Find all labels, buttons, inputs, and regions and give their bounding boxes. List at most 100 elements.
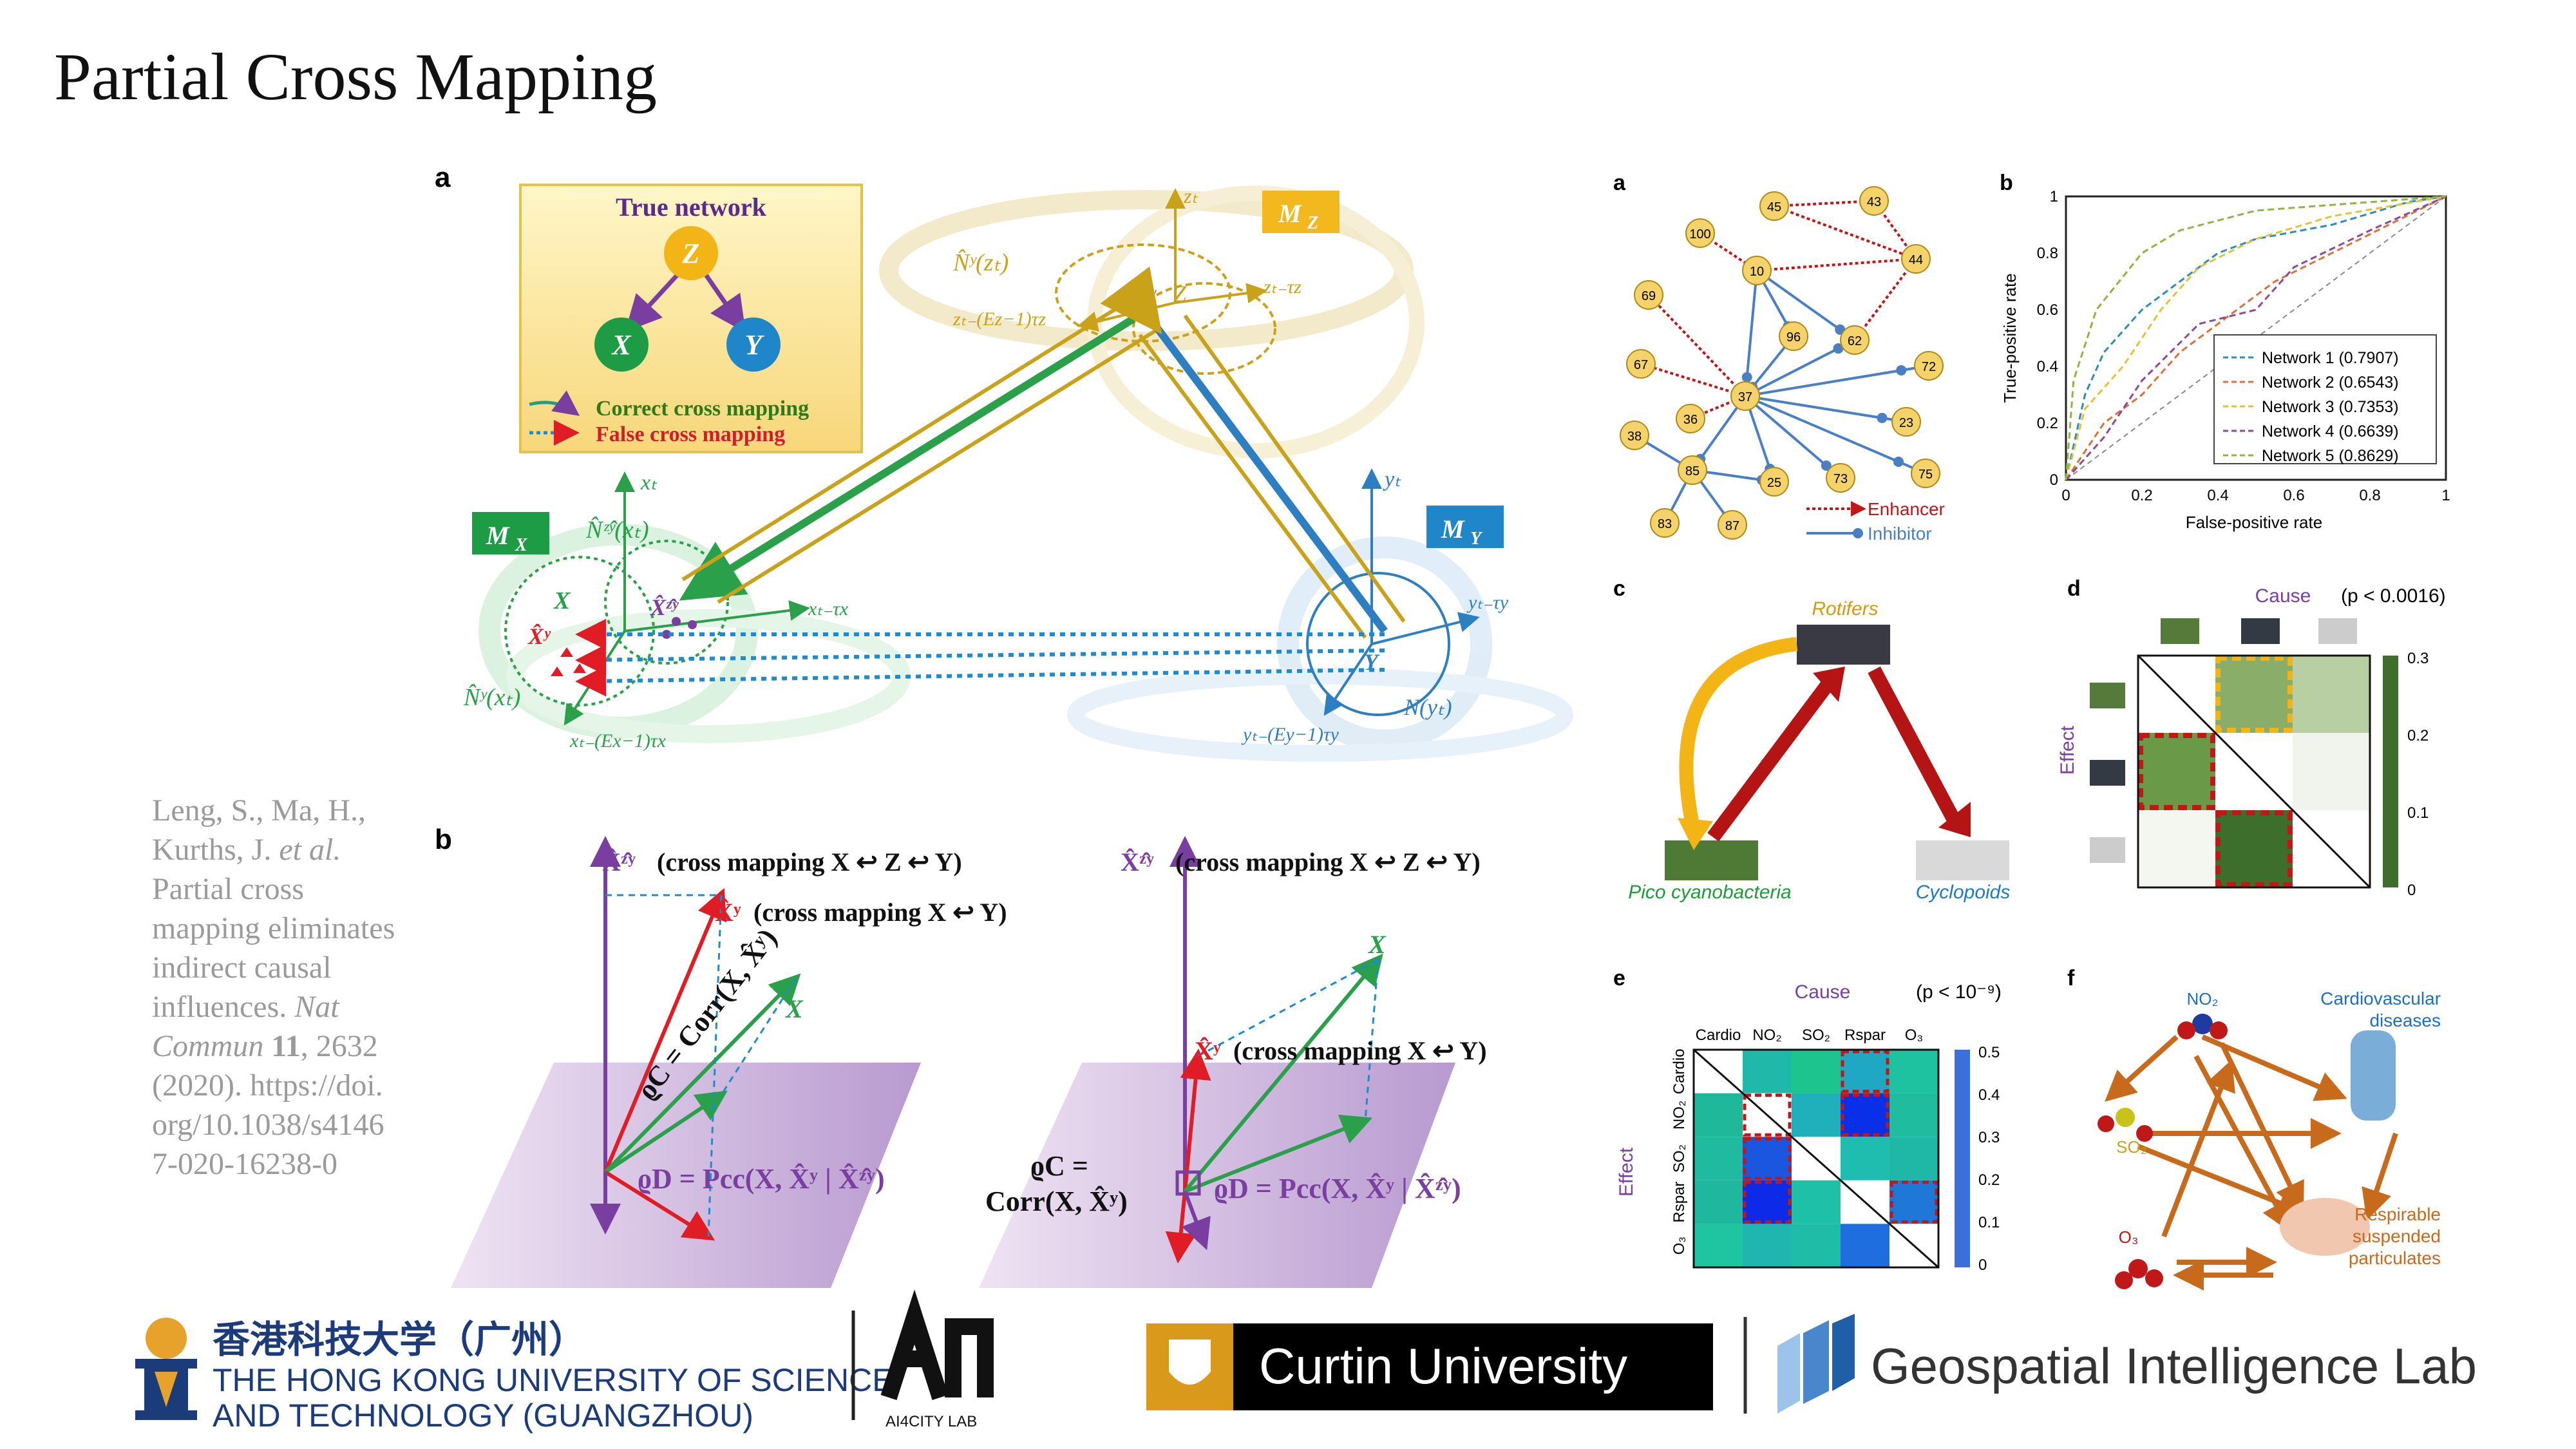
heatmap-d-cell bbox=[2215, 656, 2293, 733]
node-x bbox=[594, 317, 649, 372]
manifold-mx-label: M bbox=[486, 521, 510, 550]
heatmap-e-scale-tick: 0.2 bbox=[1978, 1171, 2000, 1189]
heatmap-e-scale-tick: 0.1 bbox=[1978, 1214, 2000, 1231]
network-node bbox=[1676, 404, 1705, 433]
ai4city-logo bbox=[880, 1289, 994, 1400]
heatmap-e-cell bbox=[1792, 1224, 1841, 1267]
heatmap-d-scale-tick: 0.1 bbox=[2407, 804, 2429, 822]
left-pcc: ϱD = Pcc(X, X̂ʸ | X̂ᶻ̂ʸ) bbox=[638, 1163, 885, 1195]
manifold-mx-sub: X bbox=[515, 535, 528, 555]
roc-curve bbox=[2065, 195, 2447, 480]
network-node bbox=[1891, 407, 1921, 437]
node-y-label: Y bbox=[745, 329, 765, 361]
enhancer-edge bbox=[1636, 359, 1746, 397]
label-zt: zₜ bbox=[1183, 184, 1198, 207]
heatmap-d-scale-tick: 0.2 bbox=[2407, 727, 2429, 744]
citation-pages: , 2632 (2020). bbox=[152, 1029, 378, 1103]
label-nx1: N̂ᶻ̂ʸ(xₜ) bbox=[585, 516, 649, 544]
heatmap-e-cell bbox=[1743, 1224, 1792, 1267]
roc-legend: Network 1 (0.7907)Network 2 (0.6543)Netw… bbox=[2223, 349, 2399, 465]
label-yt-tau: yₜ₋τy bbox=[1466, 592, 1509, 613]
label-zt-e: zₜ₋(Ez−1)τz bbox=[952, 308, 1046, 330]
heatmap-e-highlight bbox=[1841, 1094, 1889, 1137]
heatmap-e-highlight bbox=[1889, 1180, 1938, 1224]
heatmap-e-scale-tick: 0 bbox=[1978, 1256, 1987, 1274]
manifold-mz-sub: Z bbox=[1307, 213, 1318, 233]
heatmap-e-col-label: NO₂ bbox=[1752, 1027, 1781, 1044]
right-panel-e-label: e bbox=[1613, 966, 1625, 990]
curtin-label: Curtin University bbox=[1259, 1338, 1627, 1394]
network-node bbox=[1730, 381, 1760, 411]
roc-x-tick: 0.2 bbox=[2131, 487, 2152, 504]
heatmap-d-cell bbox=[2293, 733, 2370, 810]
plane-right bbox=[979, 1063, 1455, 1288]
network-node-label: 85 bbox=[1685, 464, 1700, 478]
network-node-label: 25 bbox=[1767, 476, 1781, 490]
heatmap-d-cause: Cause bbox=[2255, 585, 2311, 607]
label-ny: N(yₜ) bbox=[1403, 694, 1452, 720]
pollution-network bbox=[2098, 1014, 2398, 1291]
heatmap-e-cell bbox=[1743, 1180, 1792, 1224]
right-corr-bottom: Corr(X, X̂ʸ) bbox=[985, 1186, 1128, 1217]
manifold-mz-badge bbox=[1262, 191, 1340, 233]
heatmap-e-p: (p < 10⁻⁹) bbox=[1916, 981, 2002, 1003]
roc-legend-label: Network 2 (0.6543) bbox=[2262, 374, 2399, 392]
enhancer-edge bbox=[1769, 198, 1875, 214]
network-node bbox=[1779, 321, 1808, 351]
right-label2-vec: X̂ʸ bbox=[1195, 1036, 1221, 1065]
plane-left bbox=[451, 1063, 921, 1288]
inhibitor-end bbox=[1877, 413, 1888, 423]
foodweb-pico-cyanobacteria: Pico cyanobacteria bbox=[1628, 882, 1791, 903]
heatmap-e-scale-tick: 0.5 bbox=[1978, 1044, 2000, 1061]
geo-lab-logo bbox=[1777, 1314, 1855, 1414]
heatmap-e-cells bbox=[1694, 1050, 1938, 1267]
heatmap-d-highlight bbox=[2215, 810, 2293, 887]
network-node-label: 67 bbox=[1634, 358, 1648, 372]
roc-curve bbox=[2065, 195, 2447, 480]
heatmap-d-highlight bbox=[2215, 656, 2293, 733]
node-y bbox=[726, 317, 781, 372]
heatmap-e-col-label: SO₂ bbox=[1802, 1027, 1830, 1044]
ai4city-label: AI4CITY LAB bbox=[886, 1413, 977, 1430]
cyclopoid-image bbox=[1916, 840, 2009, 880]
manifold-my-badge bbox=[1426, 506, 1504, 548]
label-z: Z bbox=[1173, 281, 1187, 307]
citation-etal: et al. bbox=[279, 833, 341, 867]
curtin-banner bbox=[1146, 1323, 1713, 1410]
geo-lab-label: Geospatial Intelligence Lab bbox=[1871, 1338, 2477, 1394]
heatmap-d-cell bbox=[2138, 733, 2215, 810]
roc-x-tick: 0.6 bbox=[2283, 487, 2304, 504]
heatmap-e-cell bbox=[1694, 1180, 1743, 1224]
citation-volume: 11 bbox=[271, 1029, 301, 1063]
rotifer-image bbox=[1797, 625, 1890, 665]
true-network-title: True network bbox=[616, 193, 766, 222]
network-node-label: 38 bbox=[1627, 430, 1642, 444]
network-node-label: 100 bbox=[1689, 227, 1710, 242]
network-node bbox=[1840, 325, 1870, 355]
right-vec-x: X bbox=[1367, 930, 1387, 959]
heatmap-e-col-label: Rspar bbox=[1844, 1027, 1886, 1044]
heatmap-e-colorbar bbox=[1955, 1050, 1970, 1267]
pollution-o3: O₃ bbox=[2119, 1227, 2139, 1247]
cyanobacteria-image bbox=[1665, 840, 1758, 880]
heatmap-d-cell bbox=[2215, 810, 2293, 887]
heatmap-d-cell bbox=[2293, 656, 2370, 733]
roc-xlabel: False-positive rate bbox=[2186, 513, 2322, 532]
network-node-label: 62 bbox=[1848, 334, 1862, 348]
heatmap-e-cell bbox=[1841, 1093, 1889, 1137]
heatmap-e-highlight bbox=[1743, 1094, 1792, 1137]
right-corr-top: ϱC = bbox=[1030, 1150, 1088, 1182]
hkust-cn: 香港科技大学（广州） bbox=[213, 1319, 586, 1361]
heatmap-e-col-label: Cardio bbox=[1696, 1027, 1741, 1044]
heatmap-d-cell bbox=[2138, 810, 2215, 887]
slide-title: Partial Cross Mapping bbox=[54, 40, 657, 114]
label-xt: xₜ bbox=[640, 471, 658, 495]
right-label2: (cross mapping X ↩ Y) bbox=[1233, 1036, 1487, 1065]
legend-false-cross-mapping: False cross mapping bbox=[596, 422, 785, 446]
heatmap-e-highlight bbox=[1743, 1137, 1792, 1180]
pollution-so2: SO₂ bbox=[2116, 1137, 2147, 1157]
